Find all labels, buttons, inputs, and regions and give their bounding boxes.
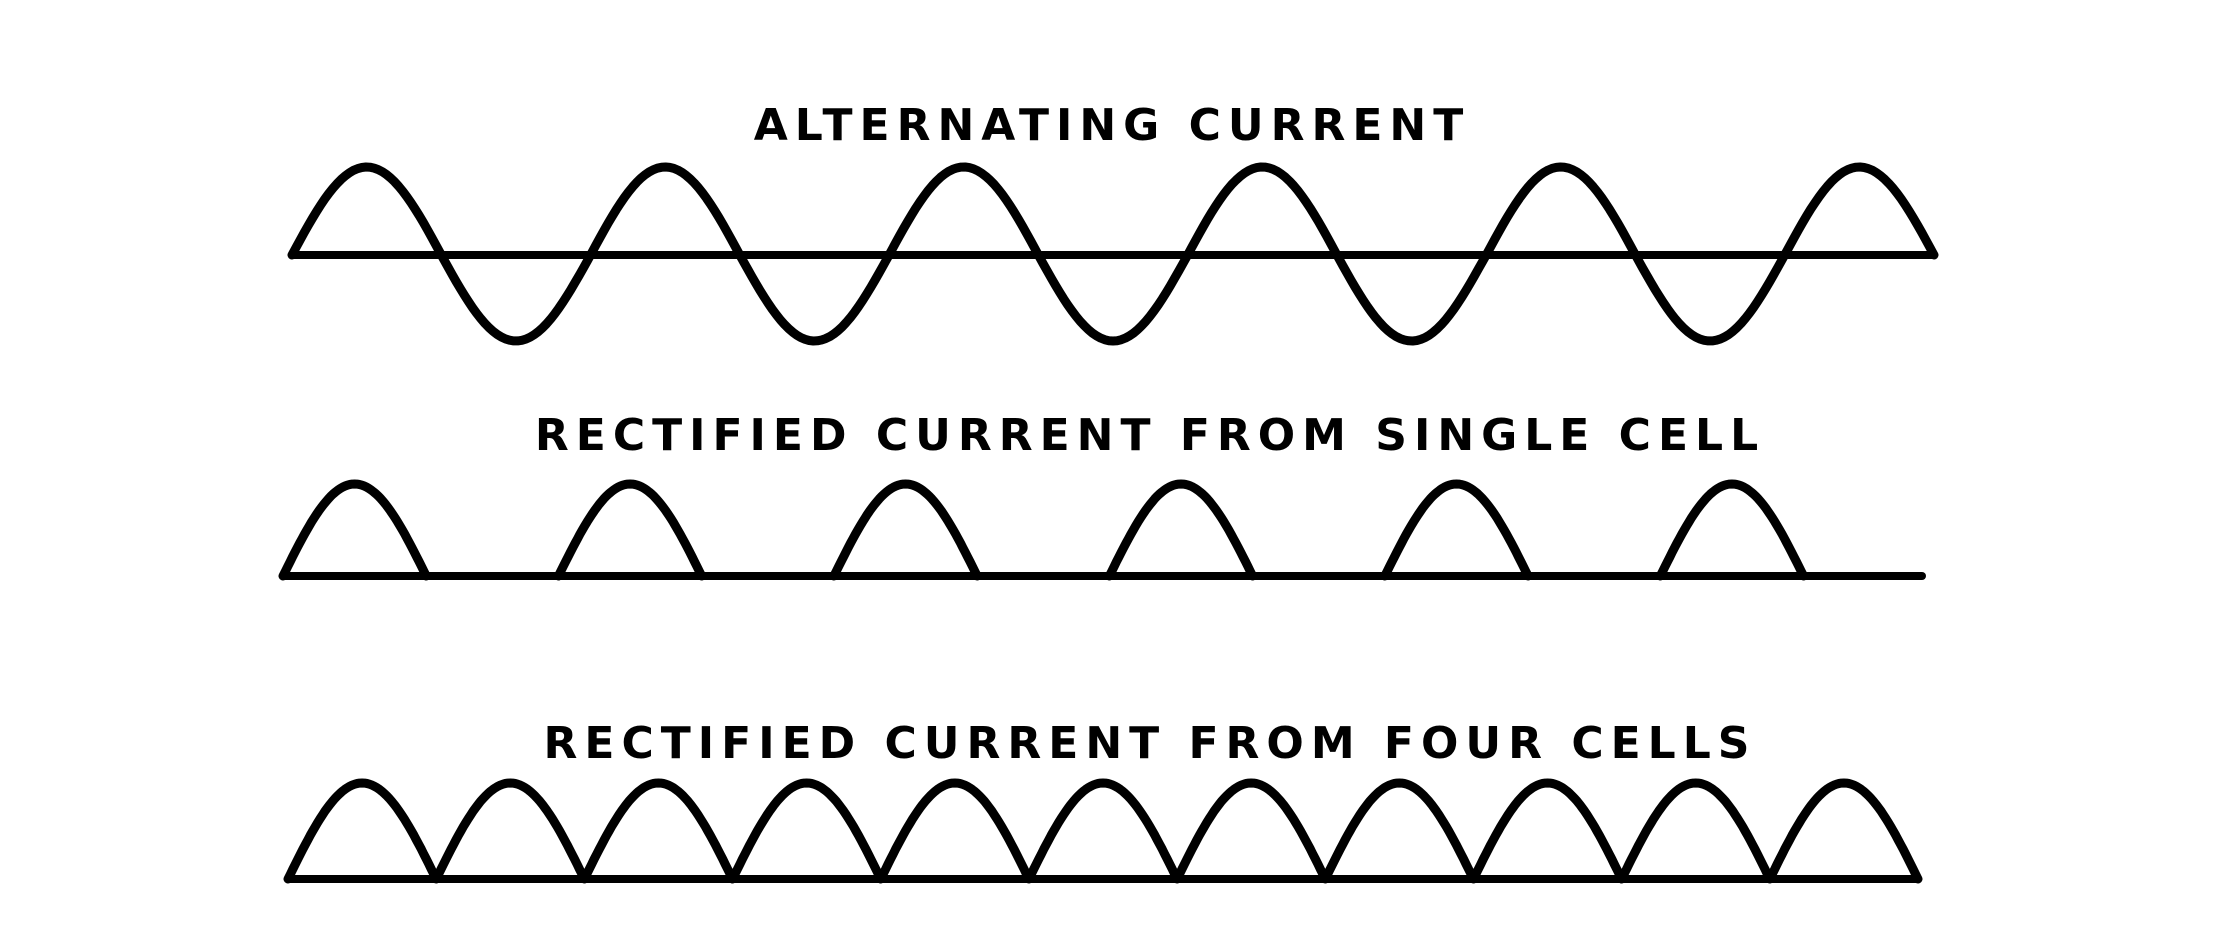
waveform-curve — [278, 479, 1809, 581]
alternating-current-waveform — [287, 162, 1939, 346]
four-cell-rectified-waveform — [283, 778, 1923, 884]
single-cell-label: RECTIFIED CURRENT FROM SINGLE CELL — [534, 410, 1766, 461]
waveform-curve — [283, 778, 1923, 884]
single-cell-rectified-waveform — [278, 479, 1926, 581]
four-cells-label: RECTIFIED CURRENT FROM FOUR CELLS — [543, 718, 1757, 769]
alternating-current-label: ALTERNATING CURRENT — [753, 100, 1471, 151]
waveform-curve — [287, 162, 1939, 346]
